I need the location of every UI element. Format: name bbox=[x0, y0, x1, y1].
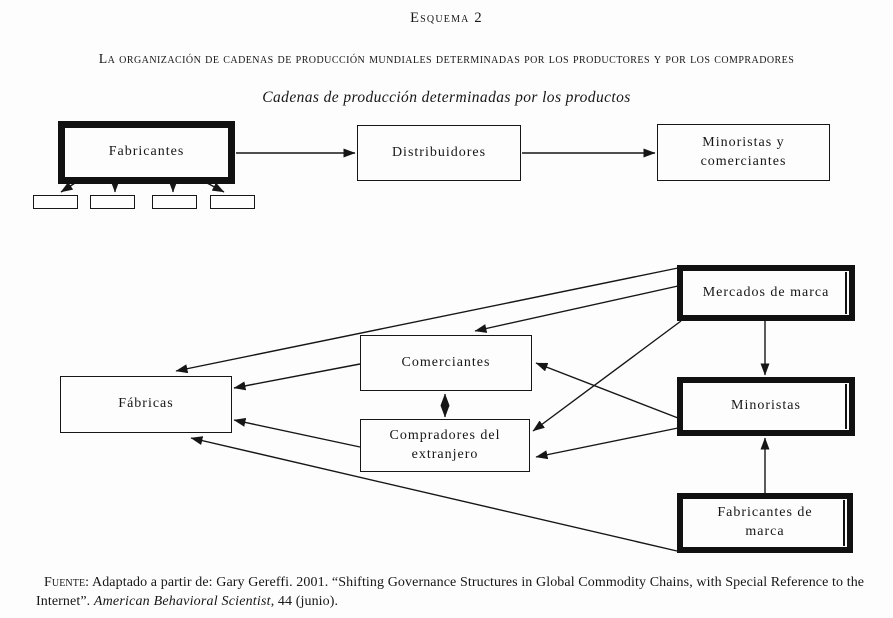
node-fabricas: Fábricas bbox=[60, 376, 232, 433]
node-mercados-de-marca-label: Mercados de marca bbox=[702, 284, 830, 300]
edge-minoristas-comerciantes bbox=[535, 362, 679, 419]
node-minoristas: Minoristas bbox=[677, 377, 855, 436]
source-note: Fuente: Adaptado a partir de: Gary Geref… bbox=[36, 573, 869, 611]
edge-mercados-fabricas bbox=[175, 267, 679, 374]
edge-mercados-comerciantes bbox=[474, 285, 679, 333]
figure-caption: Cadenas de producción determinadas por l… bbox=[262, 89, 631, 106]
node-fabricas-label: Fábricas bbox=[118, 396, 174, 412]
subsidiary-box-2 bbox=[90, 195, 135, 209]
source-prefix: Fuente: bbox=[44, 575, 90, 590]
source-text: Adaptado a partir de: Gary Gereffi. 2001… bbox=[36, 575, 865, 610]
node-distribuidores: Distribuidores bbox=[357, 125, 521, 181]
edge-minoristas-compradores bbox=[535, 427, 679, 460]
edge-fabricantes-subsidiary-4 bbox=[206, 182, 225, 193]
node-compradores-label: Compradores del extranjero bbox=[389, 427, 501, 462]
node-fabricantes-de-marca: Fabricantes de marca bbox=[677, 493, 853, 553]
edge-comerciantes-fabricas bbox=[233, 363, 361, 391]
node-comerciantes: Comerciantes bbox=[360, 335, 532, 391]
node-fabricantes: Fabricantes bbox=[58, 121, 235, 184]
subsidiary-box-4 bbox=[210, 195, 255, 209]
source-journal: American Behavioral Scientist bbox=[93, 594, 271, 610]
subsidiary-box-3 bbox=[152, 195, 197, 209]
node-distribuidores-label: Distribuidores bbox=[391, 144, 487, 160]
edge-fabricantes-subsidiary-1 bbox=[60, 181, 76, 193]
source-suffix: , 44 (junio). bbox=[270, 594, 339, 610]
edge-fabricantesmarca-fabricas bbox=[190, 436, 678, 552]
node-minoristas-comerciantes: Minoristas y comerciantes bbox=[657, 124, 830, 181]
node-minoristas-comerciantes-label: Minoristas y comerciantes bbox=[700, 134, 787, 169]
node-fabricantes-label: Fabricantes bbox=[108, 144, 185, 160]
node-compradores: Compradores del extranjero bbox=[360, 419, 530, 472]
node-mercados-de-marca: Mercados de marca bbox=[677, 265, 855, 321]
node-fabricantes-de-marca-label: Fabricantes de marca bbox=[717, 505, 813, 539]
figure-heading: La organización de cadenas de producción… bbox=[98, 51, 795, 66]
edge-compradores-fabricas bbox=[233, 418, 361, 448]
figure-title: Esquema 2 bbox=[410, 10, 483, 26]
edge-mercados-compradores bbox=[532, 320, 682, 432]
node-comerciantes-label: Comerciantes bbox=[401, 354, 491, 370]
subsidiary-box-1 bbox=[33, 195, 78, 209]
node-minoristas-label: Minoristas bbox=[731, 398, 801, 414]
